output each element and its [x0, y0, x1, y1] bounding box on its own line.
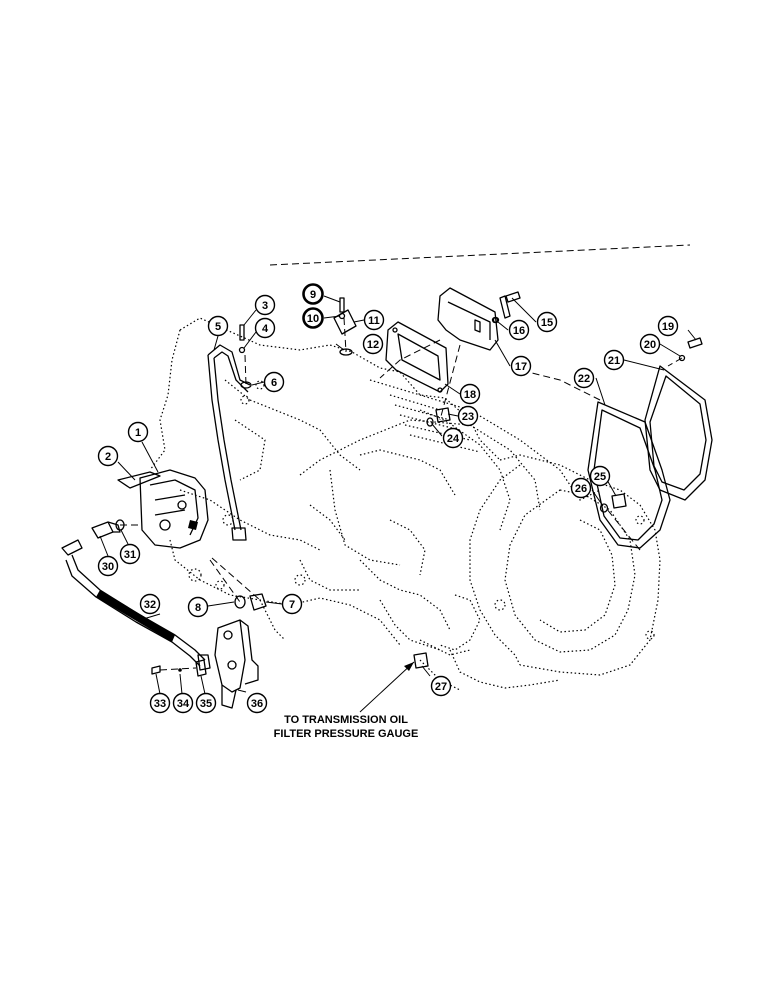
callout-12: 12	[362, 333, 384, 355]
callout-9: 9	[302, 283, 324, 305]
svg-text:7: 7	[289, 599, 295, 611]
svg-text:15: 15	[541, 317, 553, 329]
callout-27: 27	[430, 675, 452, 697]
control-valve	[117, 469, 209, 549]
caption: TO TRANSMISSION OIL FILTER PRESSURE GAUG…	[274, 714, 419, 740]
callout-5: 5	[207, 315, 229, 337]
part-35	[195, 659, 207, 677]
callout-35: 35	[195, 692, 217, 714]
svg-text:30: 30	[102, 561, 114, 573]
svg-text:11: 11	[368, 315, 380, 327]
bolt-15	[505, 291, 521, 303]
callout-36: 36	[246, 692, 268, 714]
svg-text:1: 1	[135, 427, 141, 439]
callout-3: 3	[254, 294, 276, 316]
oil-tube	[207, 344, 251, 541]
caption-line-2: FILTER PRESSURE GAUGE	[274, 728, 419, 740]
callout-16: 16	[508, 319, 530, 341]
svg-text:31: 31	[124, 549, 136, 561]
callout-33: 33	[149, 692, 171, 714]
gasket-18	[385, 321, 449, 393]
callout-23: 23	[457, 405, 479, 427]
cover-21	[644, 365, 713, 501]
svg-text:36: 36	[251, 698, 263, 710]
manifold-block	[214, 619, 259, 709]
callout-34: 34	[172, 692, 194, 714]
svg-text:2: 2	[105, 451, 111, 463]
callout-6: 6	[263, 371, 285, 393]
fitting-27	[413, 652, 429, 669]
svg-text:18: 18	[464, 389, 476, 401]
svg-text:34: 34	[177, 698, 190, 710]
svg-text:24: 24	[447, 433, 460, 445]
svg-text:20: 20	[644, 339, 656, 351]
svg-text:32: 32	[144, 599, 156, 611]
callout-2: 2	[97, 445, 119, 467]
plug-23	[435, 407, 451, 423]
part-33	[151, 665, 161, 675]
washer-16	[492, 316, 500, 324]
svg-text:5: 5	[215, 321, 221, 333]
callout-30: 30	[97, 555, 119, 577]
callout-26: 26	[570, 477, 592, 499]
fitting-7	[249, 593, 267, 611]
callout-24: 24	[442, 427, 464, 449]
callout-17: 17	[510, 355, 532, 377]
svg-text:6: 6	[271, 377, 277, 389]
o-ring-8	[234, 595, 246, 609]
svg-text:17: 17	[515, 361, 527, 373]
callout-1: 1	[127, 421, 149, 443]
transmission-housing	[149, 317, 661, 691]
gasket-22	[587, 401, 671, 549]
washer-20	[678, 354, 686, 362]
svg-text:4: 4	[262, 323, 269, 335]
callout-25: 25	[589, 465, 611, 487]
washer-26	[599, 503, 609, 513]
callout-31: 31	[119, 543, 141, 565]
svg-text:26: 26	[575, 483, 587, 495]
callout-8: 8	[187, 596, 209, 618]
part-34	[178, 668, 182, 672]
svg-text:22: 22	[578, 373, 590, 385]
caption-line-1: TO TRANSMISSION OIL	[284, 714, 408, 726]
callout-22: 22	[573, 367, 595, 389]
svg-text:23: 23	[462, 411, 474, 423]
svg-text:35: 35	[200, 698, 212, 710]
bolt-3-washer-4	[238, 324, 246, 354]
leader-lines	[99, 295, 697, 713]
svg-text:19: 19	[662, 321, 674, 333]
assembly-lines	[120, 244, 691, 671]
svg-text:16: 16	[513, 325, 525, 337]
callout-21: 21	[603, 349, 625, 371]
hose-assembly	[61, 539, 211, 671]
svg-text:3: 3	[262, 300, 268, 312]
callout-11: 11	[363, 309, 385, 331]
cover-11	[333, 297, 357, 356]
callouts: 1 2 3 4 5 6 7 8 9 10 11 12 15 16 17 18 1…	[97, 283, 679, 714]
cover-plate-17	[437, 287, 511, 351]
callout-18: 18	[459, 383, 481, 405]
svg-text:12: 12	[367, 339, 379, 351]
callout-15: 15	[536, 311, 558, 333]
callout-20: 20	[639, 333, 661, 355]
fitting-30	[91, 521, 121, 539]
callout-7: 7	[281, 593, 303, 615]
svg-text:9: 9	[310, 289, 316, 301]
callout-32: 32	[139, 593, 161, 615]
svg-text:8: 8	[195, 602, 201, 614]
svg-text:21: 21	[608, 355, 620, 367]
callout-4: 4	[254, 317, 276, 339]
plug-25	[611, 493, 627, 509]
svg-text:10: 10	[307, 313, 319, 325]
callout-10: 10	[302, 307, 324, 329]
callout-19: 19	[657, 315, 679, 337]
svg-text:25: 25	[594, 471, 606, 483]
svg-text:27: 27	[435, 681, 447, 693]
washer-24	[426, 417, 434, 427]
svg-text:33: 33	[154, 698, 166, 710]
